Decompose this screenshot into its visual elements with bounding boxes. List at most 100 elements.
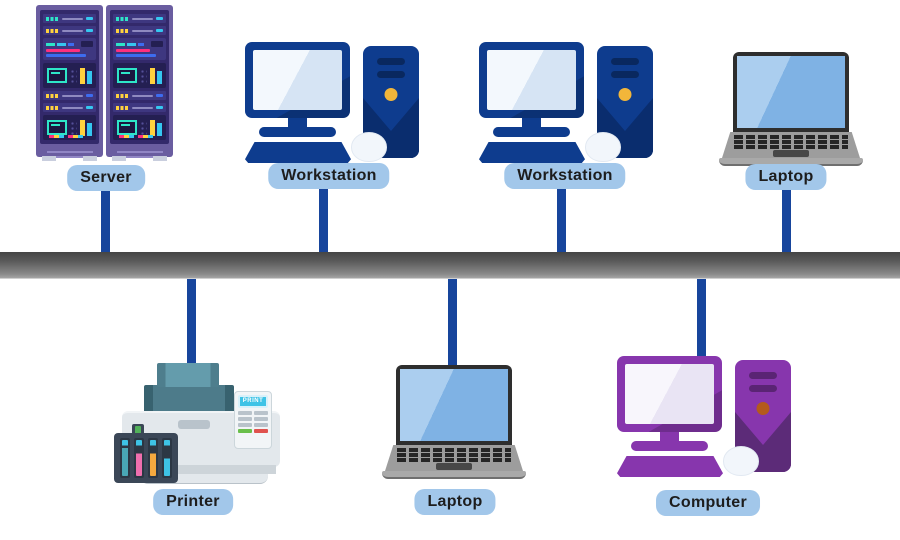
led-strip-icon <box>46 105 59 110</box>
ink-cartridge-yellow <box>148 438 158 478</box>
drive-slot <box>611 71 639 78</box>
rack-module <box>113 63 166 88</box>
mini-display-icon <box>117 120 137 135</box>
bar-icon <box>150 119 155 136</box>
ink-level <box>150 440 156 476</box>
output-tray <box>130 465 276 474</box>
monitor-stand <box>522 118 541 127</box>
rack-unit <box>113 103 166 112</box>
indicator-row <box>46 41 93 47</box>
connector-laptop-1 <box>782 188 791 252</box>
led-strip-icon <box>116 16 129 21</box>
indicator-icon <box>46 42 55 46</box>
server-panel <box>110 10 169 144</box>
panel-button <box>238 411 252 415</box>
keyboard <box>479 142 585 163</box>
rack-unit <box>43 103 96 112</box>
node-label-laptop-1: Laptop <box>745 164 827 190</box>
status-light-icon <box>86 17 93 20</box>
level-bars <box>80 67 92 84</box>
connector-computer <box>697 278 706 364</box>
node-label-printer: Printer <box>153 489 233 515</box>
connector-workstation-2 <box>557 188 566 252</box>
power-button-icon <box>618 88 632 101</box>
panel-button <box>254 417 268 421</box>
connector-server <box>101 188 110 252</box>
status-light-icon <box>156 29 163 32</box>
rack-module <box>43 38 96 60</box>
status-light-icon <box>156 106 163 109</box>
led-strip-icon <box>46 28 59 33</box>
status-light-icon <box>156 94 163 97</box>
monitor-screen <box>487 50 576 110</box>
handle-bar <box>132 29 153 32</box>
status-light-icon <box>156 17 163 20</box>
key-row <box>397 448 511 452</box>
level-bars <box>150 119 162 136</box>
panel-action-buttons <box>238 429 268 433</box>
mini-display-icon <box>47 68 67 83</box>
bar-icon <box>87 122 92 136</box>
indicator-icon <box>127 42 136 46</box>
indicator-icon <box>116 42 125 46</box>
drive-slot <box>749 385 777 392</box>
connector-workstation-1 <box>319 188 328 252</box>
node-label-laptop-2: Laptop <box>414 489 496 515</box>
keyboard <box>245 142 351 163</box>
indicator-icon <box>57 42 66 46</box>
port-grid <box>140 120 147 135</box>
handle-bar <box>62 29 83 32</box>
progress-bar <box>46 49 80 52</box>
mouse <box>585 132 621 162</box>
print-display: PRINT <box>238 395 268 408</box>
panel-button <box>238 417 252 421</box>
mouse <box>351 132 387 162</box>
printer-icon: PRINT <box>112 363 292 485</box>
node-label-server: Server <box>67 165 145 191</box>
rack-unit <box>43 14 96 23</box>
rack-unit <box>43 91 96 100</box>
progress-bar <box>116 54 157 57</box>
bus-backbone-line <box>0 252 900 279</box>
rack-module <box>113 38 166 60</box>
handle-bar <box>132 106 153 109</box>
key-row <box>397 453 511 457</box>
handle-bar <box>62 94 83 97</box>
laptop-screen <box>737 56 845 128</box>
led-strip-icon <box>46 93 59 98</box>
port-grid <box>70 120 77 135</box>
key-row <box>734 145 848 149</box>
power-button-icon <box>384 88 398 101</box>
ink-level <box>164 440 170 476</box>
drive-slot <box>377 71 405 78</box>
indicator-icon <box>68 42 74 46</box>
vent-grille <box>46 148 93 158</box>
laptop-keyboard-deck <box>722 132 860 158</box>
start-button-icon <box>238 429 252 433</box>
bar-icon <box>150 67 155 84</box>
progress-bar <box>46 54 87 57</box>
control-panel: PRINT <box>234 391 272 449</box>
handle-bar <box>62 17 83 20</box>
level-bars <box>80 119 92 136</box>
laptop-keyboard-deck <box>385 445 523 471</box>
monitor <box>617 356 722 432</box>
laptop-screen-lid <box>396 365 512 445</box>
panel-buttons <box>238 411 268 427</box>
handle-bar <box>132 94 153 97</box>
server-rack-icon <box>36 5 173 161</box>
paper-slot <box>178 420 210 429</box>
laptop-screen <box>400 369 508 441</box>
panel-button <box>254 411 268 415</box>
key-row <box>734 140 848 144</box>
keyboard <box>617 456 723 477</box>
bar-icon <box>157 122 162 136</box>
stand-base <box>493 127 570 137</box>
monitor <box>479 42 584 118</box>
mouse <box>723 446 759 476</box>
desktop-workstation-icon <box>245 42 420 164</box>
mini-panel <box>151 41 163 47</box>
handle-bar <box>132 17 153 20</box>
power-button-icon <box>756 402 770 415</box>
connector-printer <box>187 278 196 375</box>
